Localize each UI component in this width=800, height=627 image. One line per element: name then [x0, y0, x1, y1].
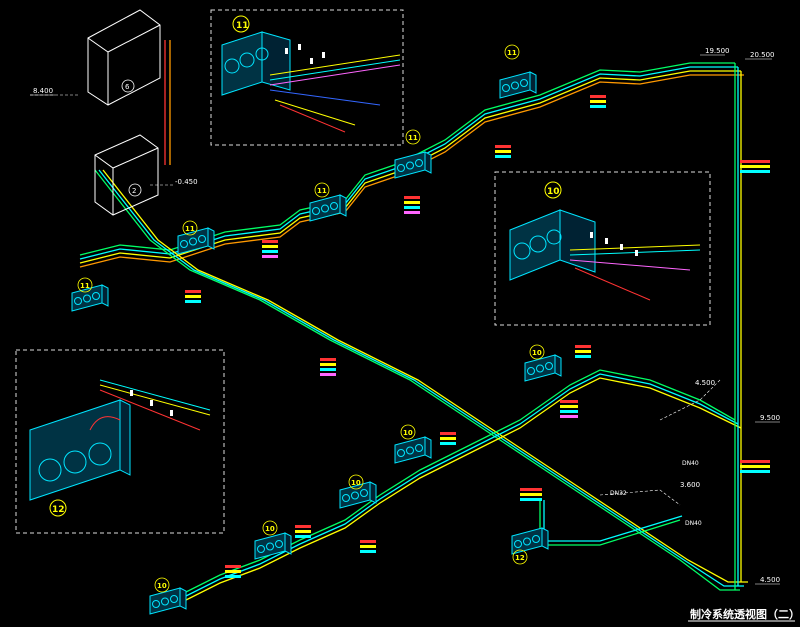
- unit-u11a: [499, 71, 537, 99]
- unit-u12: [511, 527, 549, 555]
- unit-u10d: [254, 532, 292, 560]
- unit-u10a: [524, 354, 562, 382]
- pipe-trunk-green: [94, 169, 740, 591]
- detail-12-number: 12: [52, 505, 65, 515]
- pipe-trunk-yellow: [102, 169, 748, 583]
- unit-u11e: [71, 284, 109, 312]
- detail-frame-10: [494, 171, 711, 326]
- elevation-19-500: 19.500: [705, 47, 730, 55]
- unit-u10c: [339, 481, 377, 509]
- detail-10-number: 10: [547, 187, 560, 197]
- unit-tag-ring-u11c: [314, 182, 330, 198]
- unit-tag-u10a: 10: [532, 349, 542, 357]
- unit-tag-u11e: 11: [80, 282, 90, 290]
- unit-tag-u11b: 11: [408, 134, 418, 142]
- main-pipe-bundle: [79, 40, 748, 609]
- valve-tags: [185, 95, 770, 578]
- unit-tag-ring-u11b: [405, 129, 421, 145]
- unit-tag-ring-u10c: [348, 474, 364, 490]
- elevation-8-400: 8.400: [33, 87, 53, 95]
- unit-tag-ring-u12: [512, 549, 528, 565]
- room-2-label: 2: [132, 187, 136, 195]
- unit-tag-ring-u11a: [504, 44, 520, 60]
- unit-u11b: [394, 151, 432, 179]
- unit-tag-u10c: 10: [351, 479, 361, 487]
- unit-tag-u10d: 10: [265, 525, 275, 533]
- units-layer: 11 11 11 11 11 10 10 10 10 10 12: [71, 44, 562, 615]
- unit-tag-ring-u11d: [182, 220, 198, 236]
- elevation-4-500-b: 4.500: [760, 576, 780, 584]
- elevation-3-600: 3.600: [680, 481, 700, 489]
- pipe-run-lower-green: [169, 369, 736, 601]
- pipe-size-3: DN40: [685, 520, 702, 527]
- room-box-6: [87, 9, 161, 106]
- elevation-9-500: 9.500: [760, 414, 780, 422]
- detail-12-content: 12: [29, 379, 211, 517]
- unit-u11d: [177, 227, 215, 255]
- pipe-trunk-cyan: [98, 169, 744, 587]
- unit-tag-u11a: 11: [507, 49, 517, 57]
- pipe-run-lower-cyan: [169, 373, 739, 605]
- unit-tag-ring-u11e: [77, 277, 93, 293]
- pipe-branch-bottom-cyan: [543, 500, 683, 542]
- room-6-label: 6: [125, 83, 130, 91]
- unit-tag-u10e: 10: [157, 582, 167, 590]
- pipe-size-1: DN40: [682, 460, 699, 467]
- room-6-marker: [121, 79, 135, 93]
- room-2-marker: [128, 183, 142, 197]
- unit-u10e: [149, 587, 187, 615]
- pipe-branch-bottom-green: [539, 500, 681, 546]
- unit-tag-u10b: 10: [403, 429, 413, 437]
- elevation-20-500: 20.500: [750, 51, 775, 59]
- unit-tag-u12: 12: [515, 554, 525, 562]
- unit-tag-u11c: 11: [317, 187, 327, 195]
- detail-11-content: 11: [221, 15, 401, 133]
- detail-frame-11: [210, 9, 404, 146]
- unit-u10b: [394, 436, 432, 464]
- pipe-run-lower-yellow: [169, 377, 742, 609]
- elevation-4-500: 4.500: [695, 379, 715, 387]
- pipe-size-2: DN32: [610, 490, 627, 497]
- room-box-2: [94, 134, 159, 216]
- unit-tag-ring-u10e: [154, 577, 170, 593]
- unit-tag-ring-u10b: [400, 424, 416, 440]
- unit-u11c: [309, 194, 347, 222]
- pipe-run-upper-orange: [79, 74, 744, 268]
- drawing-title: 制冷系统透视图（二）: [690, 607, 800, 621]
- unit-tag-ring-u10a: [529, 344, 545, 360]
- unit-tag-u11d: 11: [185, 225, 195, 233]
- elevation-minus-0-450: -0.450: [175, 178, 198, 186]
- detail-10-content: 10: [509, 181, 701, 301]
- leader-lines: [30, 94, 721, 506]
- detail-11-number: 11: [236, 21, 249, 31]
- unit-tag-ring-u10d: [262, 520, 278, 536]
